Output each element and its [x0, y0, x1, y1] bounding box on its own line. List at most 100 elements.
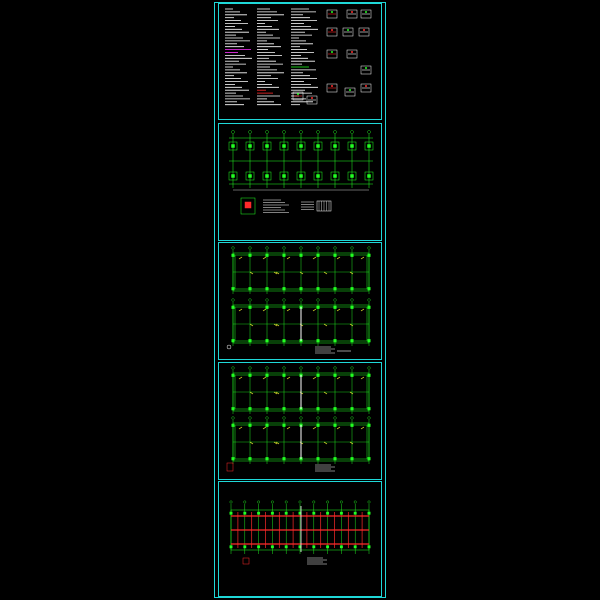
- axis-bubble: [367, 246, 371, 250]
- detail-marker: [331, 29, 333, 31]
- column: [248, 144, 252, 148]
- sheet-roof-plan[interactable]: [218, 481, 382, 597]
- column: [299, 144, 303, 148]
- rebar-note: [349, 323, 354, 327]
- footing: [313, 141, 323, 151]
- column: [367, 305, 371, 309]
- column: [265, 287, 269, 291]
- rebar-note: [275, 323, 280, 327]
- axis-bubble: [299, 298, 303, 302]
- sheet-foundation-plan[interactable]: [218, 123, 382, 241]
- axis-bubble: [333, 416, 337, 420]
- column: [248, 253, 252, 257]
- rebar-note: [323, 391, 328, 395]
- sheet-floor-plan-1[interactable]: [218, 242, 382, 360]
- column: [284, 511, 288, 515]
- column: [243, 511, 247, 515]
- rebar-note: [312, 376, 317, 380]
- axis-bubble: [367, 130, 371, 134]
- column: [282, 174, 286, 178]
- column: [316, 287, 320, 291]
- column: [299, 174, 303, 178]
- rebar-note: [262, 376, 267, 380]
- column: [265, 339, 269, 343]
- column: [265, 144, 269, 148]
- sheet-general-notes[interactable]: [218, 3, 382, 120]
- section-detail: [242, 557, 250, 565]
- column: [350, 305, 354, 309]
- footing: [330, 171, 340, 181]
- axis-bubble: [265, 366, 269, 370]
- column: [282, 305, 286, 309]
- sheet-floor-plan-2[interactable]: [218, 362, 382, 480]
- axis-bubble: [299, 366, 303, 370]
- axis-bubble: [282, 246, 286, 250]
- axis-bubble: [340, 500, 343, 504]
- column: [248, 373, 252, 377]
- footing-detail-core: [244, 201, 252, 209]
- column: [231, 144, 235, 148]
- rebar-note: [273, 391, 278, 395]
- axis-bubble: [265, 416, 269, 420]
- column: [231, 373, 235, 377]
- column: [270, 511, 274, 515]
- detail-marker: [365, 85, 367, 87]
- column: [265, 373, 269, 377]
- column: [350, 287, 354, 291]
- rebar-note: [360, 308, 365, 312]
- column: [282, 253, 286, 257]
- rebar-note: [286, 376, 291, 380]
- detail-section: [326, 9, 338, 19]
- column: [284, 545, 288, 549]
- axis-bubble: [231, 298, 235, 302]
- footing: [245, 171, 255, 181]
- column: [282, 339, 286, 343]
- detail-marker: [351, 11, 353, 13]
- axis-bubble: [231, 130, 235, 134]
- column: [367, 144, 371, 148]
- column: [231, 407, 235, 411]
- column: [350, 339, 354, 343]
- footing: [296, 171, 306, 181]
- column: [367, 407, 371, 411]
- axis-bubble: [282, 366, 286, 370]
- axis-bubble: [271, 500, 274, 504]
- column: [316, 144, 320, 148]
- column: [350, 144, 354, 148]
- detail-section: [358, 27, 370, 37]
- column: [333, 174, 337, 178]
- rebar-note: [238, 376, 243, 380]
- column: [367, 287, 371, 291]
- north-symbol: [226, 344, 232, 350]
- rebar-note: [312, 256, 317, 260]
- column: [265, 407, 269, 411]
- rebar-note: [312, 308, 317, 312]
- column: [282, 287, 286, 291]
- column: [265, 423, 269, 427]
- rebar-note: [275, 391, 280, 395]
- rebar-note: [336, 426, 341, 430]
- axis-bubble: [367, 298, 371, 302]
- rebar-note: [286, 256, 291, 260]
- rebar-note: [249, 391, 254, 395]
- column: [231, 339, 235, 343]
- foundation-plan-drawing: [228, 130, 374, 215]
- axis-bubble: [299, 130, 303, 134]
- column: [231, 457, 235, 461]
- detail-section: [326, 49, 338, 59]
- detail-marker: [331, 85, 333, 87]
- column: [231, 174, 235, 178]
- footing: [245, 141, 255, 151]
- axis-bubble: [231, 246, 235, 250]
- axis-bubble: [265, 130, 269, 134]
- rebar-note: [336, 376, 341, 380]
- axis-bubble: [316, 246, 320, 250]
- axis-bubble: [316, 416, 320, 420]
- column: [248, 305, 252, 309]
- column: [265, 457, 269, 461]
- rebar-note: [273, 271, 278, 275]
- column: [229, 545, 233, 549]
- column: [333, 144, 337, 148]
- footing: [279, 171, 289, 181]
- column: [333, 253, 337, 257]
